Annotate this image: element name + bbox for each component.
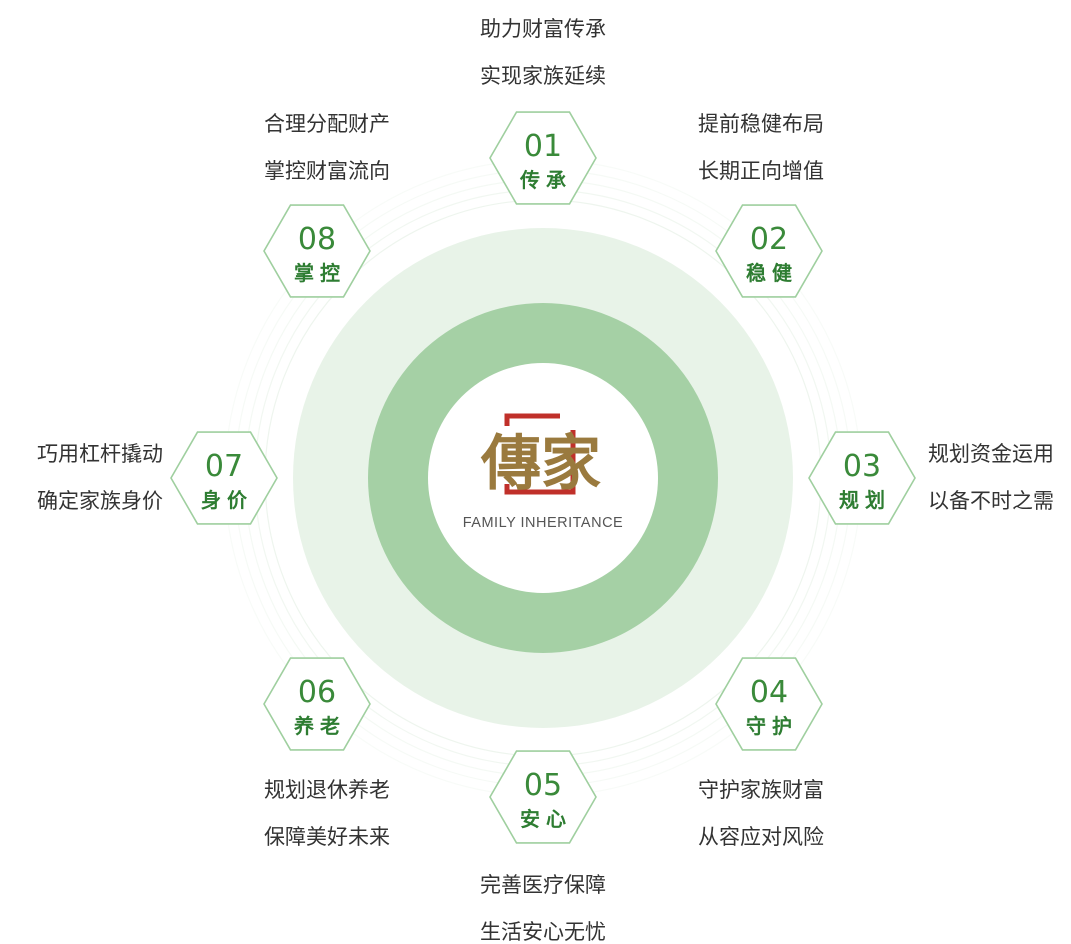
hex-node-05: 05 安心 bbox=[489, 750, 597, 844]
hex-node-03: 03 规划 bbox=[808, 431, 916, 525]
logo-mark: 傳家 bbox=[480, 429, 601, 499]
description-line-2: 实现家族延续 bbox=[480, 64, 606, 88]
description-line-1: 合理分配财产 bbox=[264, 112, 390, 136]
description-line-1: 规划退休养老 bbox=[264, 778, 390, 802]
logo-subtitle: FAMILY INHERITANCE bbox=[463, 515, 623, 531]
hex-label: 传承 bbox=[519, 168, 572, 192]
hex-number: 05 bbox=[524, 768, 562, 803]
hexagon-shape bbox=[489, 111, 597, 205]
description-line-1: 提前稳健布局 bbox=[698, 112, 824, 136]
hex-node-04: 04 守护 bbox=[715, 657, 823, 751]
hexagon-shape bbox=[715, 657, 823, 751]
hex-number: 02 bbox=[750, 222, 788, 257]
hexagon-shape bbox=[263, 204, 371, 298]
logo-seal-icon bbox=[502, 410, 576, 495]
hexagon-shape bbox=[489, 750, 597, 844]
hex-number: 03 bbox=[843, 449, 881, 484]
hexagon-shape bbox=[715, 204, 823, 298]
description-line-2: 长期正向增值 bbox=[698, 159, 824, 183]
hexagon-nodes: 01 传承 02 稳健 03 规划 04 守护 05 安心 06 养老 07 身价 08 掌控 bbox=[170, 111, 916, 844]
hex-label: 养老 bbox=[293, 714, 346, 738]
hex-number: 04 bbox=[750, 675, 788, 710]
hex-label: 掌控 bbox=[294, 261, 346, 285]
hex-node-01: 01 传承 bbox=[489, 111, 597, 205]
description-line-1: 规划资金运用 bbox=[928, 442, 1054, 466]
hex-number: 08 bbox=[298, 222, 336, 257]
center-white-disc bbox=[428, 363, 658, 593]
hexagon-shape bbox=[263, 657, 371, 751]
description-line-1: 巧用杠杆撬动 bbox=[37, 442, 163, 466]
family-inheritance-logo: 傳家 FAMILY INHERITANCE bbox=[463, 410, 623, 531]
hex-number: 01 bbox=[524, 129, 562, 164]
description-line-2: 生活安心无忧 bbox=[480, 920, 606, 944]
description-line-2: 确定家族身价 bbox=[37, 489, 163, 513]
hex-label: 身价 bbox=[201, 488, 253, 512]
hexagon-shape bbox=[808, 431, 916, 525]
hex-label: 稳健 bbox=[746, 261, 798, 285]
hex-node-07: 07 身价 bbox=[170, 431, 278, 525]
description-line-2: 掌控财富流向 bbox=[264, 159, 390, 183]
description-line-1: 完善医疗保障 bbox=[480, 873, 606, 897]
description-line-1: 守护家族财富 bbox=[698, 778, 824, 802]
description-line-2: 以备不时之需 bbox=[928, 489, 1054, 513]
description-line-2: 保障美好未来 bbox=[264, 825, 390, 849]
hex-number: 06 bbox=[298, 675, 336, 710]
node-descriptions: 助力财富传承实现家族延续提前稳健布局长期正向增值规划资金运用以备不时之需守护家族… bbox=[37, 17, 1054, 944]
hex-label: 安心 bbox=[520, 807, 572, 831]
hex-node-02: 02 稳健 bbox=[715, 204, 823, 298]
hex-number: 07 bbox=[205, 449, 243, 484]
description-line-2: 从容应对风险 bbox=[698, 825, 824, 849]
hex-label: 守护 bbox=[746, 714, 798, 738]
hexagon-shape bbox=[170, 431, 278, 525]
hex-label: 规划 bbox=[839, 488, 891, 512]
hex-node-08: 08 掌控 bbox=[263, 204, 371, 298]
hex-node-06: 06 养老 bbox=[263, 657, 371, 751]
description-line-1: 助力财富传承 bbox=[480, 17, 606, 41]
